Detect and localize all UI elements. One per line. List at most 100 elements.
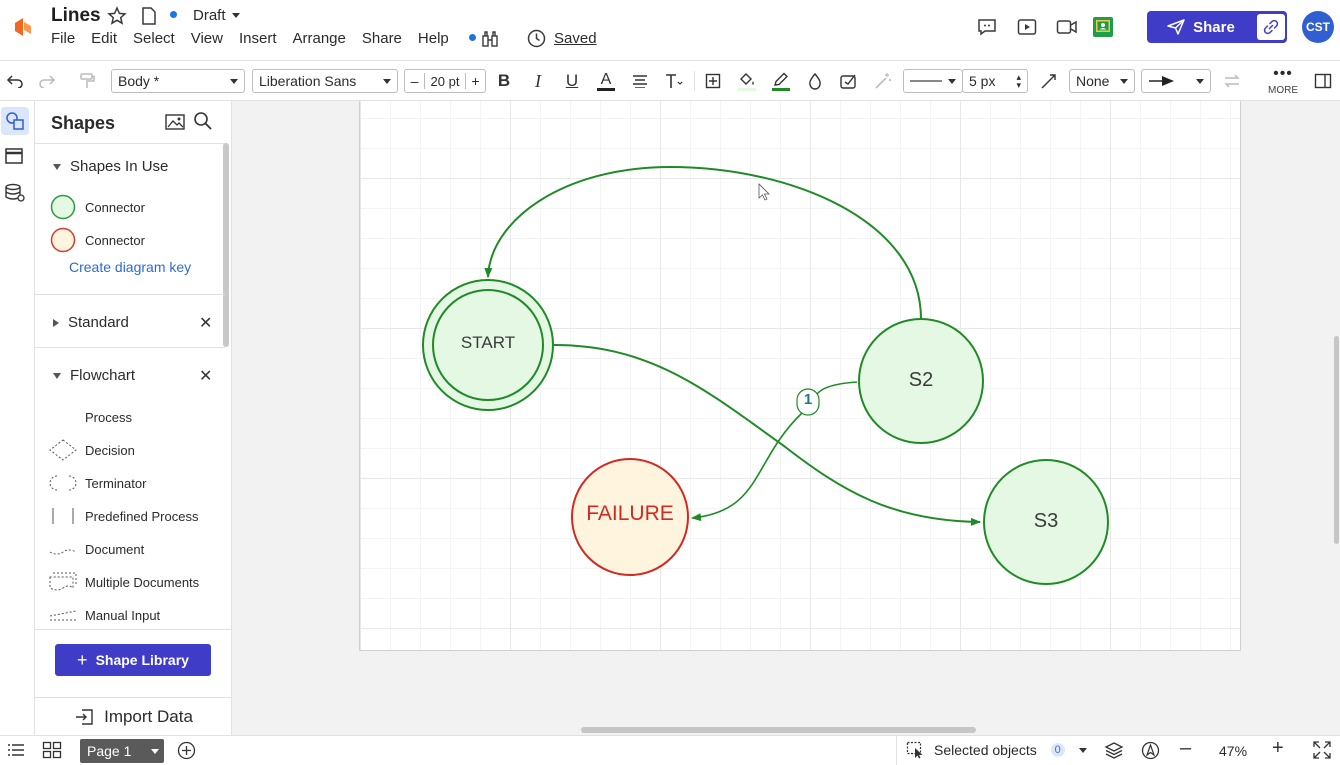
- vertical-scrollbar[interactable]: [1334, 336, 1339, 544]
- standard-section-header[interactable]: Standard: [53, 314, 213, 331]
- close-standard-icon[interactable]: ✕: [199, 315, 213, 332]
- edge-s2-failure-head[interactable]: [814, 381, 858, 399]
- star-icon[interactable]: [106, 5, 128, 27]
- more-button[interactable]: ••• MORE: [1262, 65, 1304, 99]
- failure-node[interactable]: [571, 458, 689, 576]
- copy-link-button[interactable]: [1257, 14, 1285, 40]
- shape-label: Terminator: [85, 475, 147, 491]
- search-icon[interactable]: [193, 111, 213, 136]
- redo-icon[interactable]: [35, 69, 59, 93]
- font-family-select[interactable]: Liberation Sans: [252, 69, 398, 93]
- fill-color-button[interactable]: [735, 69, 759, 93]
- menu-view[interactable]: View: [190, 30, 223, 47]
- font-size-value[interactable]: 20 pt: [430, 73, 460, 89]
- shapes-in-use-header[interactable]: Shapes In Use: [53, 158, 243, 175]
- shape-item-connector-green[interactable]: Connector: [49, 194, 145, 220]
- panel-toggle-icon[interactable]: [1311, 69, 1335, 93]
- insert-shape-icon[interactable]: [701, 69, 725, 93]
- edge-start-s3[interactable]: [553, 344, 981, 526]
- document-title[interactable]: Lines: [51, 5, 101, 26]
- bold-button[interactable]: B: [497, 71, 511, 90]
- menu-help[interactable]: Help: [418, 30, 492, 47]
- lucid-logo-icon[interactable]: [12, 16, 34, 38]
- increase-font-size-button[interactable]: +: [464, 73, 485, 89]
- zoom-level[interactable]: 47%: [1219, 743, 1248, 759]
- line-width-select[interactable]: 5 px▴▾: [962, 69, 1028, 93]
- s3-node[interactable]: [983, 459, 1109, 585]
- zoom-in-button[interactable]: +: [1272, 737, 1284, 759]
- shape-item-predefined-process[interactable]: Predefined Process: [49, 504, 198, 528]
- format-painter-icon[interactable]: [75, 69, 99, 93]
- navigation-icon[interactable]: [1141, 741, 1160, 763]
- shapes-panel-button[interactable]: [1, 107, 29, 135]
- decrease-font-size-button[interactable]: –: [405, 73, 425, 89]
- edge-s2-start[interactable]: [484, 165, 922, 320]
- menu-insert[interactable]: Insert: [238, 30, 277, 47]
- feature-finder-icon[interactable]: [479, 28, 501, 50]
- italic-button[interactable]: I: [535, 70, 541, 91]
- shape-item-decision[interactable]: Decision: [49, 438, 135, 462]
- start-node[interactable]: [432, 289, 544, 401]
- saved-indicator[interactable]: Saved: [527, 29, 597, 48]
- draft-status-dropdown[interactable]: Draft: [193, 7, 240, 24]
- shape-item-manual-input[interactable]: Manual Input: [49, 603, 160, 627]
- undo-icon[interactable]: [3, 69, 27, 93]
- document-icon[interactable]: [138, 5, 160, 27]
- menu-arrange[interactable]: Arrange: [292, 30, 346, 47]
- menu-select[interactable]: Select: [133, 30, 175, 47]
- edge-label-badge[interactable]: [796, 388, 820, 416]
- menu-file[interactable]: File: [51, 30, 76, 47]
- opacity-icon[interactable]: [803, 69, 827, 93]
- menu-share[interactable]: Share: [361, 30, 402, 47]
- canvas-area[interactable]: START S2 S3 FAILURE 1: [232, 101, 1340, 735]
- zoom-out-button[interactable]: –: [1180, 737, 1192, 759]
- shape-item-process[interactable]: Process: [49, 405, 132, 429]
- underline-button[interactable]: U: [565, 71, 579, 90]
- align-icon[interactable]: [628, 69, 652, 93]
- line-start-select[interactable]: None: [1069, 69, 1135, 93]
- horizontal-scrollbar[interactable]: [581, 727, 976, 733]
- shape-library-button[interactable]: + Shape Library: [55, 644, 211, 676]
- templates-icon[interactable]: [4, 147, 24, 170]
- magic-wand-icon[interactable]: [871, 69, 895, 93]
- layers-icon[interactable]: [1104, 741, 1124, 762]
- comments-icon[interactable]: [976, 16, 998, 38]
- avatar[interactable]: CST: [1302, 11, 1334, 43]
- video-call-icon[interactable]: [1056, 16, 1078, 38]
- sidebar-scrollbar[interactable]: [223, 143, 229, 347]
- grid-view-icon[interactable]: [42, 741, 62, 762]
- text-style-select[interactable]: Body *: [111, 69, 245, 93]
- line-end-select[interactable]: [1141, 69, 1211, 93]
- presentation-icon[interactable]: [1016, 16, 1038, 38]
- text-color-button[interactable]: A: [594, 69, 618, 93]
- google-classroom-icon[interactable]: [1093, 17, 1113, 37]
- shape-item-document[interactable]: Document: [49, 537, 144, 561]
- font-size-stepper[interactable]: – 20 pt +: [404, 69, 486, 93]
- edge-s2-failure[interactable]: [691, 412, 803, 522]
- style-options-icon[interactable]: [837, 69, 861, 93]
- fullscreen-icon[interactable]: [1313, 741, 1331, 762]
- flowchart-section-header[interactable]: Flowchart: [53, 367, 213, 384]
- image-icon[interactable]: [164, 113, 186, 136]
- chevron-down-icon[interactable]: [151, 748, 160, 754]
- line-color-button[interactable]: [769, 69, 793, 93]
- shape-item-terminator[interactable]: Terminator: [49, 471, 146, 495]
- line-style-select[interactable]: [903, 69, 963, 93]
- selected-objects-button[interactable]: Selected objects 0: [906, 741, 1087, 759]
- data-icon[interactable]: [4, 183, 26, 208]
- menu-edit[interactable]: Edit: [91, 30, 118, 47]
- create-diagram-key-link[interactable]: Create diagram key: [69, 259, 192, 275]
- shape-item-connector-red[interactable]: Connector: [49, 227, 145, 253]
- shape-item-multiple-documents[interactable]: Multiple Documents: [49, 570, 199, 594]
- import-data-button[interactable]: Import Data: [35, 697, 232, 735]
- swap-direction-icon[interactable]: [1220, 69, 1244, 93]
- share-button[interactable]: Share: [1147, 11, 1287, 43]
- s2-node[interactable]: [858, 318, 984, 444]
- close-flowchart-icon[interactable]: ✕: [199, 368, 213, 385]
- share-main[interactable]: Share: [1147, 19, 1255, 36]
- page-list-icon[interactable]: [7, 742, 25, 761]
- line-type-icon[interactable]: [1037, 69, 1061, 93]
- tab-page-1[interactable]: Page 1: [80, 739, 164, 763]
- add-page-icon[interactable]: [177, 741, 196, 763]
- text-options-icon[interactable]: [662, 69, 686, 93]
